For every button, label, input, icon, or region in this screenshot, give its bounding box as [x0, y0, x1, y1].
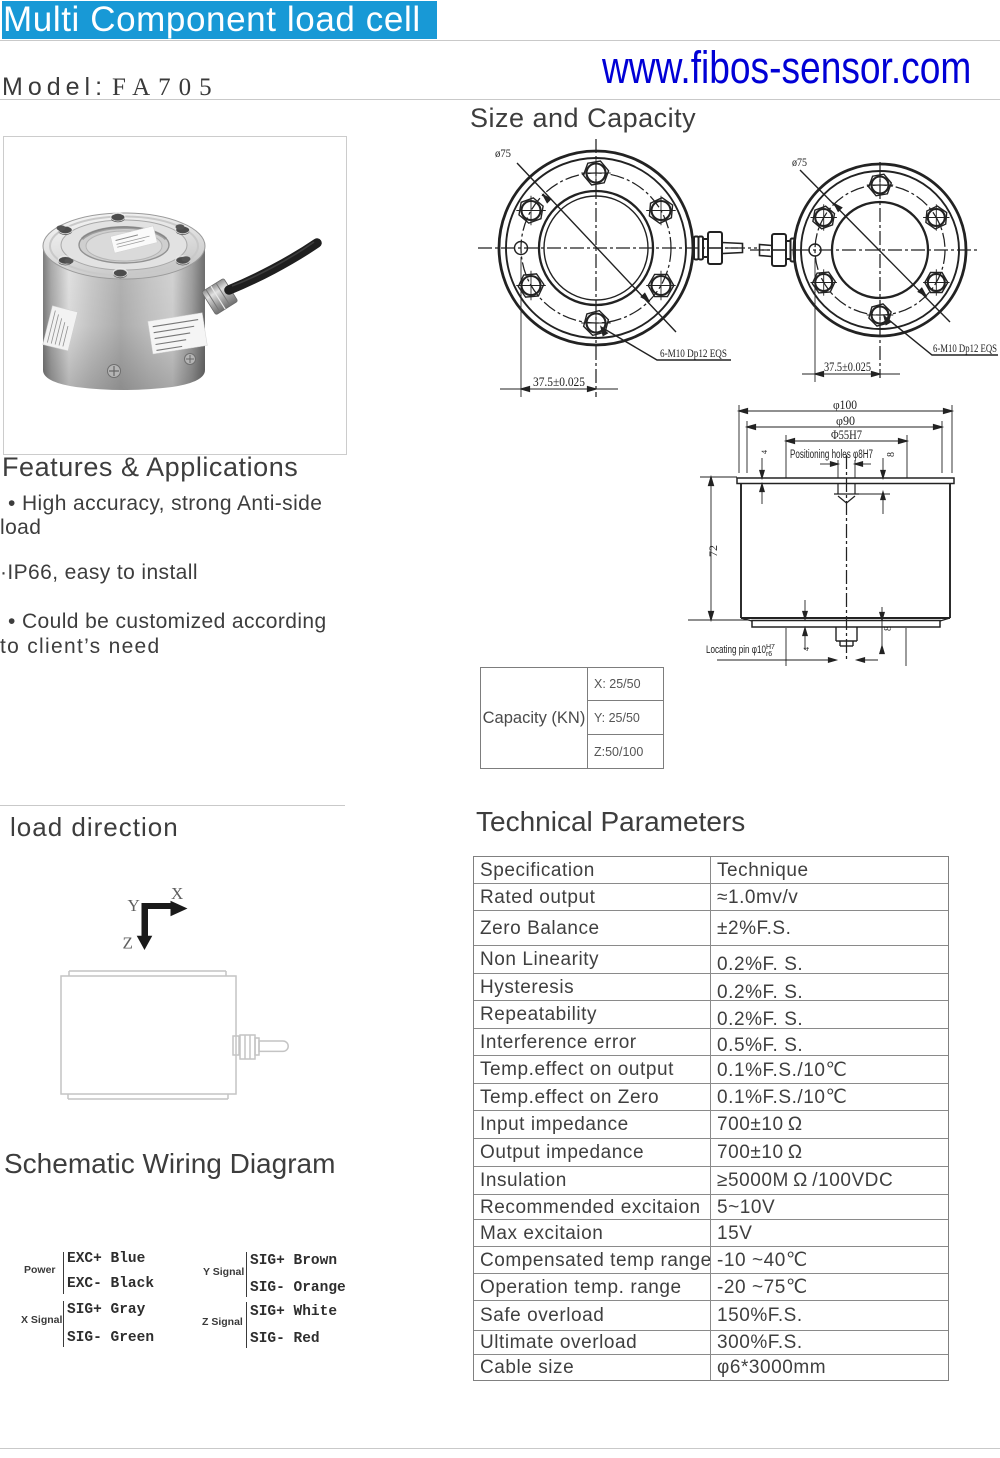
svg-text:37.5±0.025: 37.5±0.025 — [824, 360, 871, 374]
svg-text:8: 8 — [883, 626, 894, 631]
svg-text:φ90: φ90 — [836, 414, 855, 428]
svg-text:8: 8 — [886, 452, 897, 457]
svg-text:ø75: ø75 — [495, 146, 511, 160]
svg-text:Y: Y — [128, 896, 140, 915]
svg-text:Φ55H7: Φ55H7 — [831, 428, 862, 442]
svg-text:72: 72 — [706, 545, 720, 557]
svg-text:6-M10 Dp12 EQS: 6-M10 Dp12 EQS — [660, 346, 727, 360]
svg-text:4: 4 — [760, 450, 769, 454]
svg-text:Z: Z — [123, 934, 133, 953]
svg-text:Positioning holes φ8H7: Positioning holes φ8H7 — [790, 449, 873, 461]
svg-text:37.5±0.025: 37.5±0.025 — [533, 375, 585, 389]
svg-text:4: 4 — [802, 647, 811, 651]
svg-text:φ100: φ100 — [833, 397, 857, 412]
svg-text:6-M10 Dp12 EQS: 6-M10 Dp12 EQS — [933, 341, 997, 355]
svg-text:ø75: ø75 — [792, 157, 807, 169]
svg-text:X: X — [171, 884, 183, 903]
